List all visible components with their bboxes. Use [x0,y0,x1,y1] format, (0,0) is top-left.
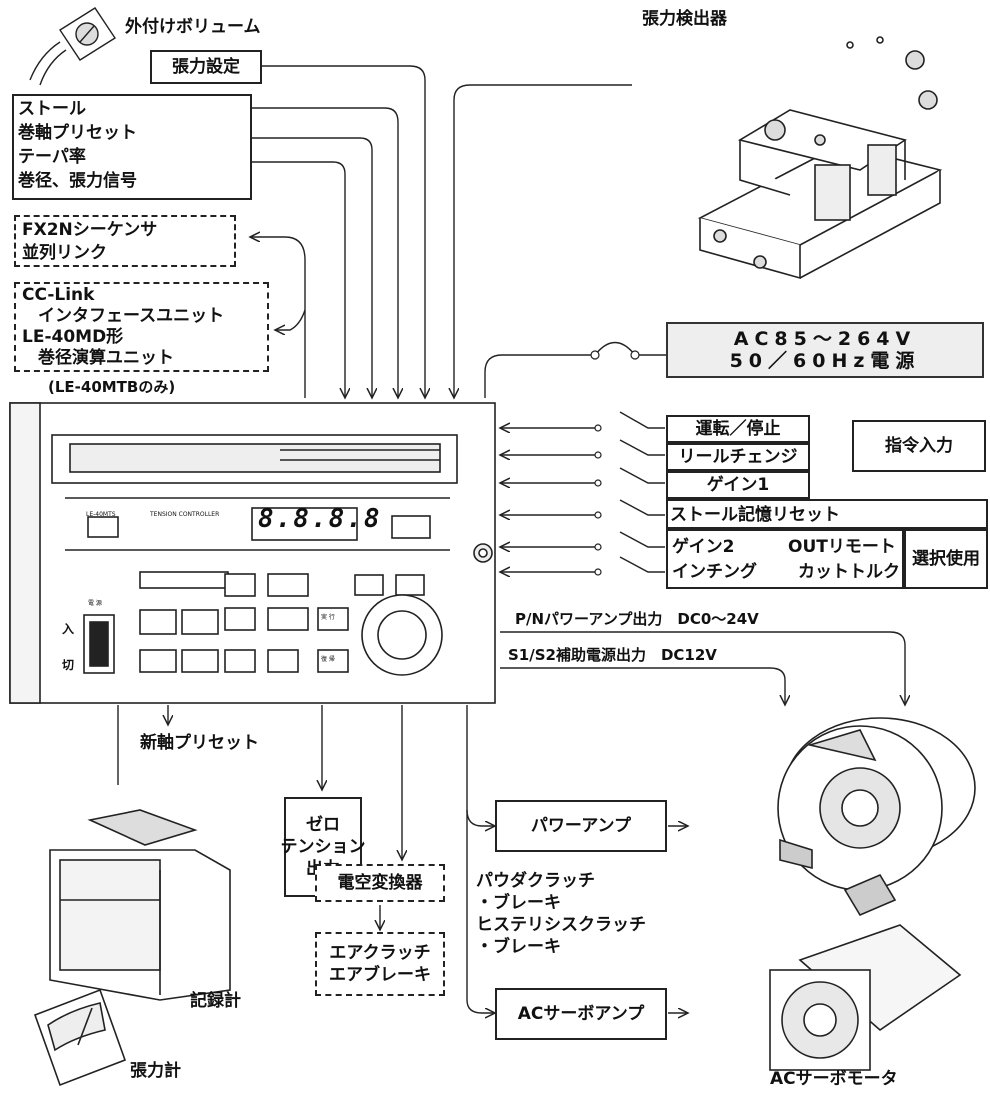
gain2-label: ゲイン2 [672,537,735,557]
fx2n-label: FX2Nシーケンサ [22,220,158,240]
new-shaft-preset-label: 新軸プリセット [140,733,259,753]
tension-setting-box: 張力設定 [150,50,262,84]
tension-meter-icon [33,988,127,1087]
controller-name: TENSION CONTROLLER [150,511,220,518]
command-input-box: 指令入力 [852,420,986,472]
controller-panel [9,402,496,704]
return-button[interactable]: 復 帰 [321,656,335,663]
powder-clutch-label: パウダクラッチ ・ブレーキ ヒステリシスクラッチ ・ブレーキ [476,871,646,957]
external-volume-label: 外付けボリューム [125,17,261,37]
s1s2-aux-label: S1/S2補助電源出力 DC12V [508,646,717,664]
ep-converter-box: 電空変換器 [315,864,445,902]
execute-button[interactable]: 実 行 [321,614,335,621]
recorder-icon [49,809,231,1001]
select-use-box: 選択使用 [904,529,988,589]
cmd-gain1: ゲイン1 [666,471,810,499]
tension-detector-icon [697,36,943,280]
servo-motor-icon [769,873,962,1071]
volume-knob-icon [29,7,116,86]
cmd-reel-change: リールチェンジ [666,443,810,471]
parallel-link-label: 並列リンク [22,243,107,263]
le40md-label: LE-40MD形 [22,327,124,347]
analog-input-preset: 巻軸プリセット [18,123,137,143]
fx2n-box: FX2Nシーケンサ 並列リンク [14,215,236,267]
cmd-run-stop: 運転／停止 [666,415,810,443]
cmd-stall-reset: ストール記憶リセット [666,499,988,529]
ac-servo-amp-box: ACサーボアンプ [495,988,667,1040]
ac-power-frequency: 50／60Hz電源 [729,350,921,372]
clutch-icon [777,717,976,891]
out-remote-label: OUTリモート [788,537,896,557]
analog-input-box: ストール 巻軸プリセット テーパ率 巻径、張力信号 [12,94,252,200]
analog-input-taper: テーパ率 [18,147,86,167]
ac-power-voltage: AC85～264V [733,328,917,350]
cclink-box: CC-Link インタフェースユニット LE-40MD形 巻径演算ユニット [14,282,269,372]
power-off-label: 切 [62,658,75,672]
analog-input-stall: ストール [18,99,86,119]
tension-setting-label: 張力設定 [172,57,240,77]
cut-torque-label: カットトルク [798,562,900,582]
controller-display: 8.8.8.8 [258,504,382,534]
pn-power-amp-label: P/Nパワーアンプ出力 DC0～24V [515,610,759,628]
tension-detector-label: 張力検出器 [642,9,727,29]
le40mtb-only-label: (LE-40MTBのみ) [48,378,176,396]
ac-power-box: AC85～264V 50／60Hz電源 [666,322,984,378]
diameter-unit-label: 巻径演算ユニット [38,348,174,368]
power-label: 電 源 [88,600,102,607]
inching-label: インチング [672,562,757,582]
recorder-label: 記録計 [190,991,241,1011]
power-on-label: 入 [62,622,75,636]
controller-model: LE-40MTS [86,511,116,518]
interface-unit-label: インタフェースユニット [38,306,225,326]
tension-meter-label: 張力計 [130,1061,181,1081]
cclink-label: CC-Link [22,285,95,305]
power-amp-box: パワーアンプ [495,800,667,852]
cmd-optional-box: ゲイン2 インチング OUTリモート カットトルク [666,529,904,589]
servo-motor-label: ACサーボモータ [770,1069,898,1089]
air-clutch-box: エアクラッチ エアブレーキ [315,932,445,996]
analog-input-diameter: 巻径、張力信号 [18,171,137,191]
